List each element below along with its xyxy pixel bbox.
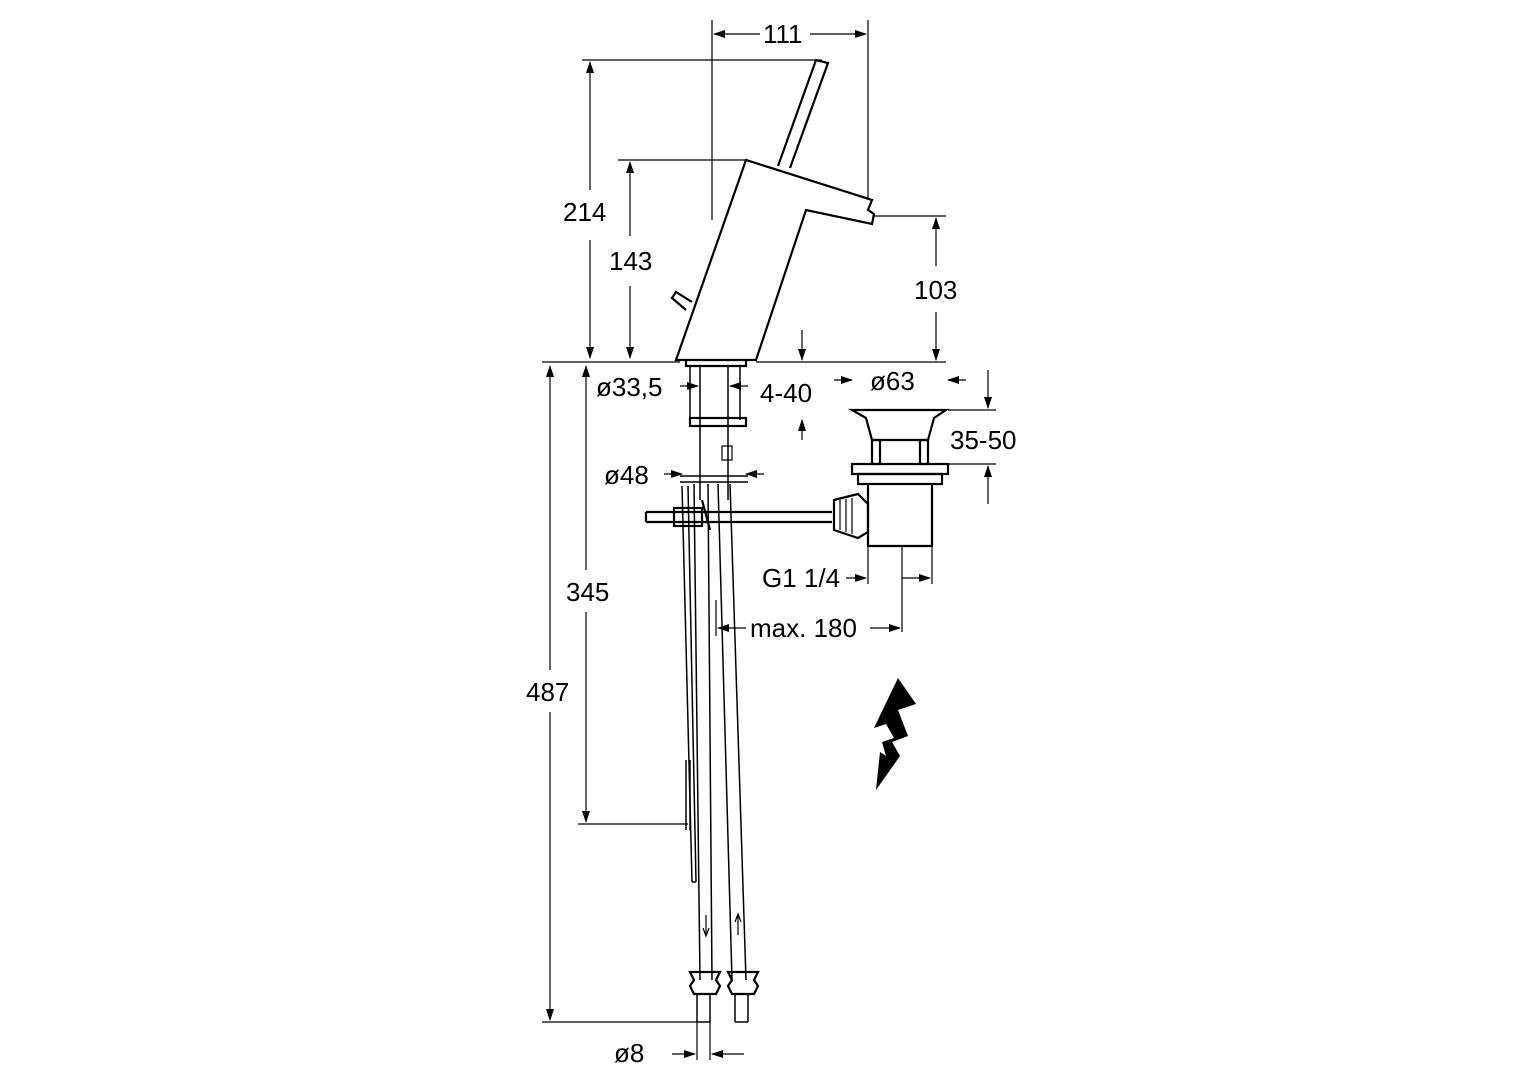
dim-thread: G1 1/4 <box>762 563 840 593</box>
dim-width-top: 111 <box>763 19 803 49</box>
dim-max-reach: max. 180 <box>750 613 857 643</box>
dim-clamp-range: 4-40 <box>760 378 812 408</box>
popup-rod <box>644 499 832 531</box>
dimension-lines <box>542 20 996 1060</box>
mounting-shank <box>680 366 748 500</box>
dim-hose-dia: ø8 <box>614 1038 644 1068</box>
dim-spout-height: 103 <box>914 275 957 305</box>
dim-dia-base: ø33,5 <box>596 372 663 402</box>
dim-waste-dia: ø63 <box>870 366 915 396</box>
dim-hose-length-short: 345 <box>566 577 609 607</box>
dim-hose-length-long: 487 <box>526 677 569 707</box>
hose-nuts <box>688 970 760 1023</box>
dim-height-body: 143 <box>609 246 652 276</box>
dim-dia-flange: ø48 <box>604 460 649 490</box>
waste-drain <box>832 408 950 548</box>
faucet-body <box>670 58 876 368</box>
lightning-bolt-icon <box>874 678 916 790</box>
dim-waste-range: 35-50 <box>950 425 1017 455</box>
hoses <box>681 483 747 981</box>
dim-height-total: 214 <box>563 197 606 227</box>
